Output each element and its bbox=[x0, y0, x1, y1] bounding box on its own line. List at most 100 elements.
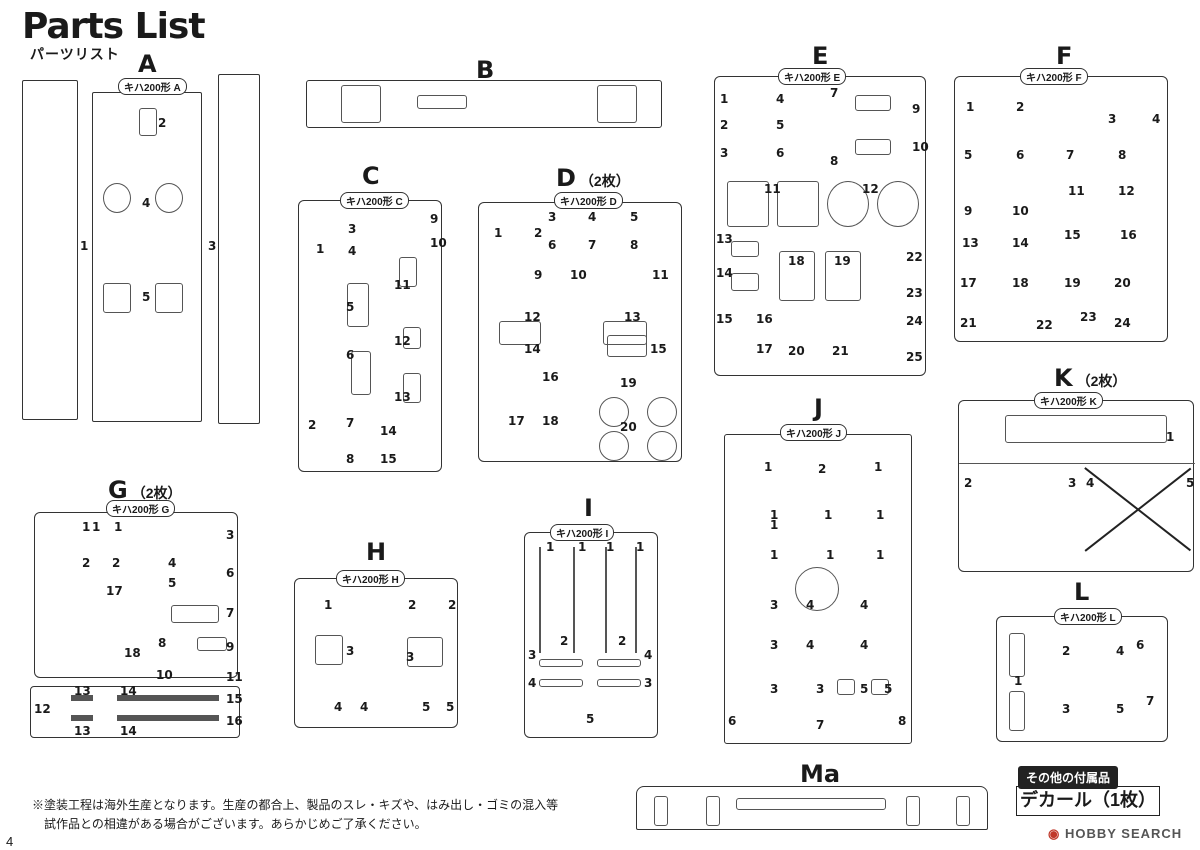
production-note-line-2: 試作品との相違がある場合がございます。あらかじめご了承ください。 bbox=[44, 817, 427, 831]
sprue-d-num-10: 10 bbox=[570, 268, 587, 282]
sprue-e-num-19: 19 bbox=[834, 254, 851, 268]
sprue-e-num-4: 4 bbox=[776, 92, 785, 106]
sprue-g-num-12: 12 bbox=[34, 702, 51, 716]
sprue-h-num-2b: 2 bbox=[448, 598, 457, 612]
sprue-k-num-4: 4 bbox=[1086, 476, 1095, 490]
sprue-i-num-1d: 1 bbox=[636, 540, 645, 554]
sprue-g-letter: G bbox=[108, 476, 128, 504]
sprue-c-num-1: 1 bbox=[316, 242, 325, 256]
sprue-d-num-4: 4 bbox=[588, 210, 597, 224]
sprue-b-letter: B bbox=[476, 56, 495, 84]
sprue-j bbox=[724, 434, 912, 744]
hobby-search-logo-icon: ◉ bbox=[1048, 826, 1061, 841]
sprue-d-num-17: 17 bbox=[508, 414, 525, 428]
part-ma-body bbox=[636, 786, 988, 832]
part-ma-letter: Ma bbox=[800, 760, 841, 788]
page-title: Parts List bbox=[22, 6, 206, 47]
sprue-j-num-3b: 3 bbox=[770, 638, 779, 652]
sprue-h-num-1: 1 bbox=[324, 598, 333, 612]
sprue-j-num-1f: 1 bbox=[770, 548, 779, 562]
sprue-i-num-1b: 1 bbox=[578, 540, 587, 554]
sprue-g-count: （2枚） bbox=[131, 485, 182, 501]
sprue-g-num-2a: 2 bbox=[82, 556, 91, 570]
sprue-e-num-11: 11 bbox=[764, 182, 781, 196]
sprue-e-num-6: 6 bbox=[776, 146, 785, 160]
sprue-g-heading: G（2枚） bbox=[108, 476, 182, 504]
sprue-c-num-4: 4 bbox=[348, 244, 357, 258]
sprue-i-num-4a: 4 bbox=[528, 676, 537, 690]
sprue-a-frame bbox=[92, 92, 202, 422]
sprue-a-letter: A bbox=[138, 50, 157, 78]
sprue-j-num-5b: 5 bbox=[884, 682, 893, 696]
sprue-c-num-6: 6 bbox=[346, 348, 355, 362]
sprue-f-letter: F bbox=[1056, 42, 1073, 70]
sprue-g bbox=[34, 512, 238, 678]
sprue-g-num-5: 5 bbox=[168, 576, 177, 590]
sprue-c-num-9: 9 bbox=[430, 212, 439, 226]
sprue-f bbox=[954, 76, 1168, 342]
sprue-e-num-16: 16 bbox=[756, 312, 773, 326]
sprue-e-num-5: 5 bbox=[776, 118, 785, 132]
sprue-g-num-13b: 13 bbox=[74, 724, 91, 738]
sprue-d-num-15: 15 bbox=[650, 342, 667, 356]
sprue-k-heading: K（2枚） bbox=[1054, 364, 1126, 392]
sprue-c-num-13: 13 bbox=[394, 390, 411, 404]
sprue-d bbox=[478, 202, 682, 462]
sprue-e bbox=[714, 76, 926, 376]
sprue-f-num-17: 17 bbox=[960, 276, 977, 290]
sprue-a-num-5: 5 bbox=[142, 290, 151, 304]
sprue-f-num-10: 10 bbox=[1012, 204, 1029, 218]
sprue-f-num-4: 4 bbox=[1152, 112, 1161, 126]
sprue-d-num-13: 13 bbox=[624, 310, 641, 324]
accessory-item-decal: デカール（1枚） bbox=[1016, 786, 1160, 816]
sprue-g-num-10: 10 bbox=[156, 668, 173, 682]
sprue-f-num-18: 18 bbox=[1012, 276, 1029, 290]
watermark-text: HOBBY SEARCH bbox=[1064, 826, 1183, 841]
page-number: 4 bbox=[6, 834, 14, 849]
sprue-e-num-1: 1 bbox=[720, 92, 729, 106]
sprue-f-num-15: 15 bbox=[1064, 228, 1081, 242]
sprue-b bbox=[306, 80, 662, 128]
sprue-d-num-6: 6 bbox=[548, 238, 557, 252]
sprue-l-tag: キハ200形 L bbox=[1054, 608, 1122, 625]
sprue-g-num-3: 3 bbox=[226, 528, 235, 542]
sprue-d-num-11: 11 bbox=[652, 268, 669, 282]
sprue-g-num-14b: 14 bbox=[120, 724, 137, 738]
sprue-e-num-13: 13 bbox=[716, 232, 733, 246]
sprue-d-num-1: 1 bbox=[494, 226, 503, 240]
sprue-f-num-7: 7 bbox=[1066, 148, 1075, 162]
sprue-d-num-3: 3 bbox=[548, 210, 557, 224]
sprue-i-num-4b: 4 bbox=[644, 648, 653, 662]
sprue-k-tag: キハ200形 K bbox=[1034, 392, 1103, 409]
sprue-j-num-1i: 1 bbox=[770, 518, 779, 532]
sprue-e-letter: E bbox=[812, 42, 829, 70]
sprue-f-num-11: 11 bbox=[1068, 184, 1085, 198]
sprue-d-heading: D（2枚） bbox=[556, 164, 630, 192]
sprue-a-part-1 bbox=[22, 80, 78, 420]
sprue-l-num-3: 3 bbox=[1062, 702, 1071, 716]
sprue-j-num-1g: 1 bbox=[826, 548, 835, 562]
sprue-i-num-2a: 2 bbox=[560, 634, 569, 648]
sprue-c-num-10: 10 bbox=[430, 236, 447, 250]
hobby-search-watermark: ◉ HOBBY SEARCH bbox=[1048, 826, 1182, 842]
sprue-k-num-1: 1 bbox=[1166, 430, 1175, 444]
sprue-e-num-7: 7 bbox=[830, 86, 839, 100]
production-note-line-1: ※塗装工程は海外生産となります。生産の都合上、製品のスレ・キズや、はみ出し・ゴミ… bbox=[32, 798, 559, 812]
sprue-j-num-3d: 3 bbox=[816, 682, 825, 696]
sprue-g-num-16: 16 bbox=[226, 714, 243, 728]
sprue-e-num-18: 18 bbox=[788, 254, 805, 268]
sprue-i-num-3a: 3 bbox=[528, 648, 537, 662]
sprue-d-num-19: 19 bbox=[620, 376, 637, 390]
sprue-e-num-12: 12 bbox=[862, 182, 879, 196]
sprue-d-num-9: 9 bbox=[534, 268, 543, 282]
sprue-i bbox=[524, 532, 658, 738]
sprue-g-num-13a: 13 bbox=[74, 684, 91, 698]
sprue-e-num-8: 8 bbox=[830, 154, 839, 168]
sprue-j-num-3a: 3 bbox=[770, 598, 779, 612]
sprue-a-num-3: 3 bbox=[208, 239, 217, 253]
sprue-f-num-12: 12 bbox=[1118, 184, 1135, 198]
sprue-d-num-5: 5 bbox=[630, 210, 639, 224]
sprue-f-num-1: 1 bbox=[966, 100, 975, 114]
sprue-j-num-4a: 4 bbox=[860, 598, 869, 612]
sprue-d-num-20: 20 bbox=[620, 420, 637, 434]
